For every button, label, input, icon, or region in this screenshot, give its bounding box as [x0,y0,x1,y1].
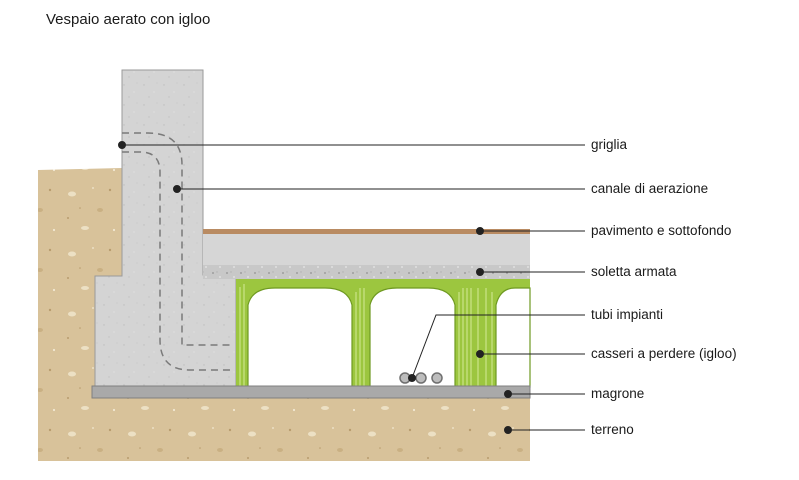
label-soletta-armata: soletta armata [591,264,677,279]
label-canale-di-aerazione: canale di aerazione [591,181,709,196]
label-pavimento-e-sottofondo: pavimento e sottofondo [591,223,732,238]
igloo-dome-2 [369,287,456,388]
igloo-dome-1 [247,287,353,388]
label-tubi-impianti: tubi impianti [591,307,664,322]
reinforced-slab [203,265,530,279]
marker-tubi [408,374,416,382]
marker-terreno [504,426,512,434]
lean-concrete-layer [91,385,531,399]
ventilation-duct [122,132,232,346]
label-magrone: magrone [591,386,645,401]
igloo-formwork [236,279,531,388]
floor-screed [203,234,530,265]
marker-pavimento [476,227,484,235]
ventilation-duct-inner [122,151,232,371]
marker-canale [173,185,181,193]
diagram-title: Vespaio aerato con igloo [46,11,211,28]
marker-magrone [504,390,512,398]
soil-bottom [38,398,530,461]
marker-casseri [476,350,484,358]
floor-finish [203,229,530,234]
label-casseri-a-perdere: casseri a perdere (igloo) [591,346,737,361]
marker-griglia [118,141,126,149]
label-griglia: griglia [591,137,628,152]
marker-soletta [476,268,484,276]
label-terreno: terreno [591,422,634,437]
leader-tubi [411,314,585,379]
igloo-dome-3 [495,287,531,388]
soil-left [38,168,122,400]
pipes [399,372,443,384]
